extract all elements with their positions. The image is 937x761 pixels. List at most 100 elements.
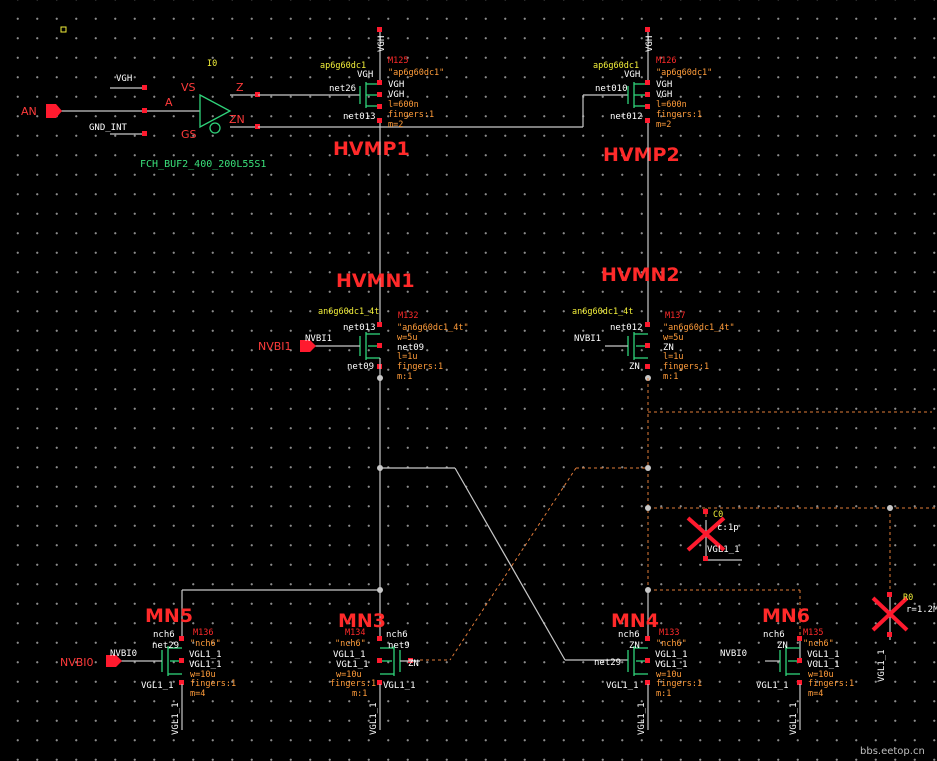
m135-vgl-c: VGL1_1 <box>756 681 789 691</box>
m136-w: w=10u <box>190 670 216 680</box>
m137-cell: an6g60dc1_4t <box>572 307 633 317</box>
m135-m: m=4 <box>808 689 823 699</box>
m135-vgl-b: VGL1_1 <box>807 660 840 670</box>
c0-value: c:1p <box>717 523 739 533</box>
label-mn3: MN3 <box>338 610 386 632</box>
m133-top-net: ZN <box>629 641 640 651</box>
m136-m: m=4 <box>190 689 205 699</box>
buffer-pin-zn: ZN <box>229 113 245 126</box>
nmos-m133[interactable] <box>627 636 650 730</box>
m137-instance: M137 <box>665 311 685 321</box>
m132-instance: M132 <box>398 311 418 321</box>
m136-vgl-a: VGL1_1 <box>189 650 222 660</box>
label-mn6: MN6 <box>762 605 810 627</box>
m126-m: m=2 <box>656 120 671 130</box>
m132-cell: an6g60dc1_4t <box>318 307 379 317</box>
resistor-r0[interactable] <box>871 592 909 640</box>
m135-vgl-a: VGL1_1 <box>807 650 840 660</box>
m126-cell: ap6g60dc1 <box>593 61 639 71</box>
m136-instance: M136 <box>193 628 213 638</box>
label-mn5: MN5 <box>145 605 193 627</box>
nvbi1-pin-label: NVBI1 <box>258 340 292 353</box>
label-mn4: MN4 <box>611 610 659 632</box>
m137-bulk: ZN <box>663 343 674 353</box>
m126-vgh: VGH <box>656 90 672 100</box>
r0-instance: R0 <box>903 593 913 603</box>
m135-instance: M135 <box>803 628 823 638</box>
m133-model: "nch6" <box>656 639 687 649</box>
label-hvmp1: HVMP1 <box>333 138 410 160</box>
m134-w: w=10u <box>336 670 362 680</box>
m136-gate: NVBI0 <box>110 649 137 659</box>
m132-drain: net09 <box>347 362 374 372</box>
m135-cell: nch6 <box>763 630 785 640</box>
m134-model: "nch6" <box>335 639 366 649</box>
m132-l: l=1u <box>397 352 417 362</box>
c0-vgl: VGL1_1 <box>707 545 740 555</box>
m133-vgl-b: VGL1_1 <box>655 660 688 670</box>
m125-w: VGH <box>388 80 404 90</box>
m133-instance: M133 <box>659 628 679 638</box>
m136-vgl-b: VGL1_1 <box>189 660 222 670</box>
an-pin-label: AN <box>21 105 37 118</box>
m134-m: m:1 <box>352 689 367 699</box>
m125-drain-net: net013 <box>343 112 376 122</box>
m137-model: "an6g60dc1_4t" <box>663 323 735 333</box>
m125-model: "ap6g60dc1" <box>388 68 444 78</box>
buffer-instance[interactable] <box>60 85 260 136</box>
m134-vgl-rail: VGL1_1 <box>369 702 379 735</box>
an-pin-icon[interactable] <box>46 104 62 118</box>
pmos-m125[interactable] <box>359 80 382 123</box>
m132-top-net: net013 <box>343 323 376 333</box>
m126-fingers: fingers:1 <box>656 110 702 120</box>
m134-vgl-b: VGL1_1 <box>336 660 369 670</box>
m133-gate: net29 <box>594 658 621 668</box>
m132-bulk: net09 <box>397 343 424 353</box>
m136-vgl-rail: VGL1_1 <box>171 702 181 735</box>
m134-top-net: net9 <box>388 641 410 651</box>
buffer-cell-name: FCH_BUF2_400_200L55S1 <box>140 159 266 170</box>
nmos-m137[interactable] <box>627 322 651 381</box>
m125-m: m=2 <box>388 120 403 130</box>
nvbi0-pin-label: NVBI0 <box>60 656 94 669</box>
m135-fingers: fingers:1 <box>808 679 854 689</box>
m137-fingers: fingers:1 <box>663 362 709 372</box>
nmos-m136[interactable] <box>161 636 184 730</box>
capacitor-c0[interactable] <box>686 509 742 561</box>
m134-bulk: ZN <box>408 659 419 669</box>
m125-gate-net: net26 <box>329 84 356 94</box>
buffer-vgh-net: VGH <box>116 74 132 84</box>
nvbi1-pin-icon[interactable] <box>300 340 316 352</box>
c0-instance: C0 <box>713 510 723 520</box>
m126-src: VGH <box>656 80 672 90</box>
buffer-pin-vs: VS <box>181 81 196 94</box>
m136-top-net: net29 <box>152 641 179 651</box>
m133-fingers: fingers:1 <box>656 679 702 689</box>
m137-w: w=5u <box>663 333 683 343</box>
m133-cell: nch6 <box>618 630 640 640</box>
m134-cell: nch6 <box>386 630 408 640</box>
m137-gate: NVBI1 <box>574 334 601 344</box>
m135-top-net: ZN <box>777 641 788 651</box>
nvbi0-pin-icon[interactable] <box>106 655 122 667</box>
m126-instance: M126 <box>656 56 676 66</box>
m126-bulk: VGH <box>624 70 640 80</box>
label-hvmn1: HVMN1 <box>336 270 415 292</box>
m125-instance: M125 <box>388 56 408 66</box>
m136-vgl-c: VGL1_1 <box>141 681 174 691</box>
m135-model: "nch6" <box>803 639 834 649</box>
m137-l: l=1u <box>663 352 683 362</box>
m137-m: m:1 <box>663 372 678 382</box>
m132-w: w=5u <box>397 333 417 343</box>
pmos-m126[interactable] <box>627 80 650 123</box>
r0-vgl: VGL1_1 <box>877 649 887 682</box>
m132-model: "an6g60dc1_4t" <box>397 323 469 333</box>
m133-m: m:1 <box>656 689 671 699</box>
m133-vgl-a: VGL1_1 <box>655 650 688 660</box>
m136-model: "nch6" <box>190 639 221 649</box>
origin-marker <box>60 26 67 33</box>
m125-l: l=600n <box>388 100 419 110</box>
m137-top-net: net012 <box>610 323 643 333</box>
